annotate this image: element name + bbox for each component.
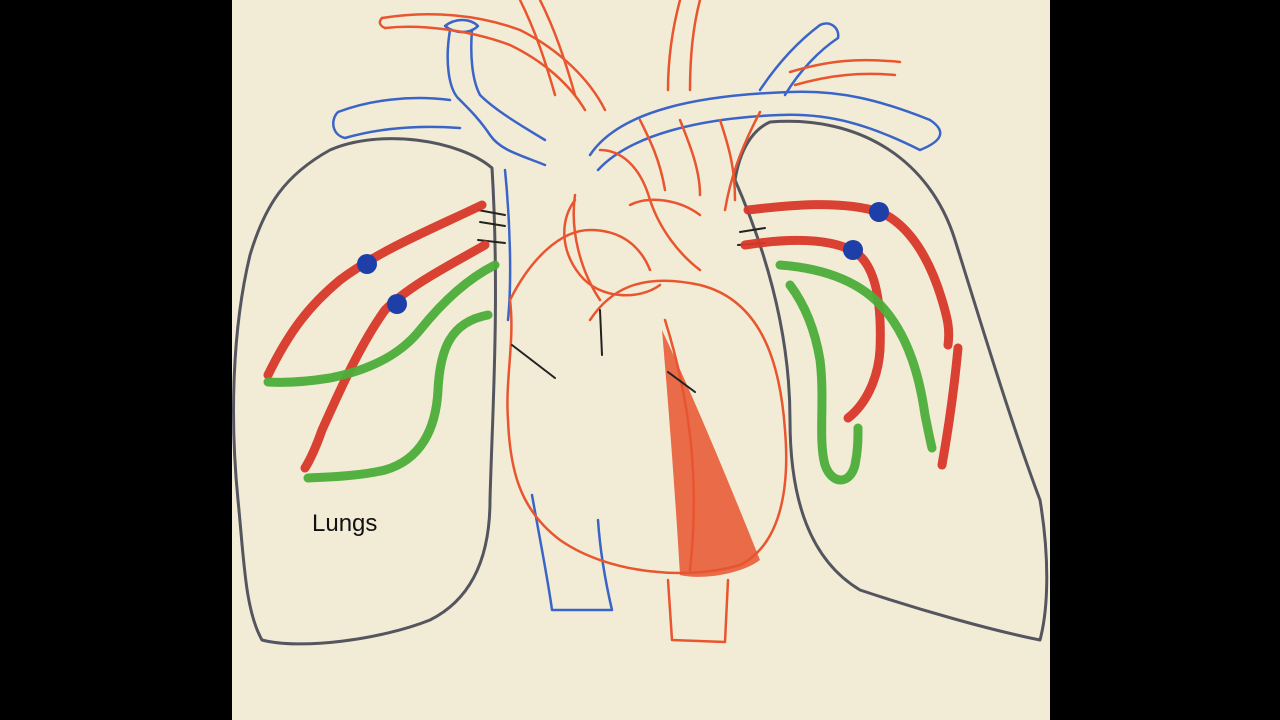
pin-right-upper [869,202,889,222]
lungs-label: Lungs [312,510,378,537]
hatch-d [739,227,766,233]
right-outer-red-tube [937,343,963,470]
aorta-descending [572,148,702,302]
right-brachio-vein [332,96,462,140]
right-lower-green-tube [785,280,863,485]
superior-vena-cava [446,28,547,167]
pulmonary-artery-left-red [638,110,762,212]
left-upper-red-tube [263,200,487,380]
left-lower-red-tube [300,240,490,473]
hatch-b [479,221,506,227]
heart-lungs-diagram [232,0,1049,646]
pin-left-upper [357,254,377,274]
aortic-branch-2 [666,0,702,92]
pulmonary-trunk-blue [588,90,942,172]
whiteboard-drawing [232,0,1050,720]
left-lower-green-tube [303,310,493,483]
aorta-top-cap [378,16,387,30]
valve-mark-2 [599,309,603,356]
inferior-vena-cava [530,493,614,612]
aortic-branch-3 [788,58,902,87]
hatch-c [477,239,506,244]
descending-lower-aorta [666,578,730,644]
blue-ascending-line [503,168,512,322]
valve-mark-1 [511,344,556,379]
left-upper-green-tube [263,260,500,387]
hatch-a [477,209,506,216]
left-lung-outline [232,137,497,646]
aortic-branch-1 [518,0,577,97]
right-atrium [508,228,652,302]
pin-right-lower [843,240,863,260]
aorta-arch-outer [380,12,607,112]
right-upper-red-tube [743,200,954,350]
aortic-root [563,198,702,297]
valve-mark-3 [667,371,696,393]
right-lung-outline [733,119,1049,642]
ventricle-shading [662,330,760,577]
right-lower-red-tube [740,235,885,423]
blue-branch-up [758,22,840,97]
pin-left-lower [387,294,407,314]
right-upper-green-tube [775,260,937,453]
